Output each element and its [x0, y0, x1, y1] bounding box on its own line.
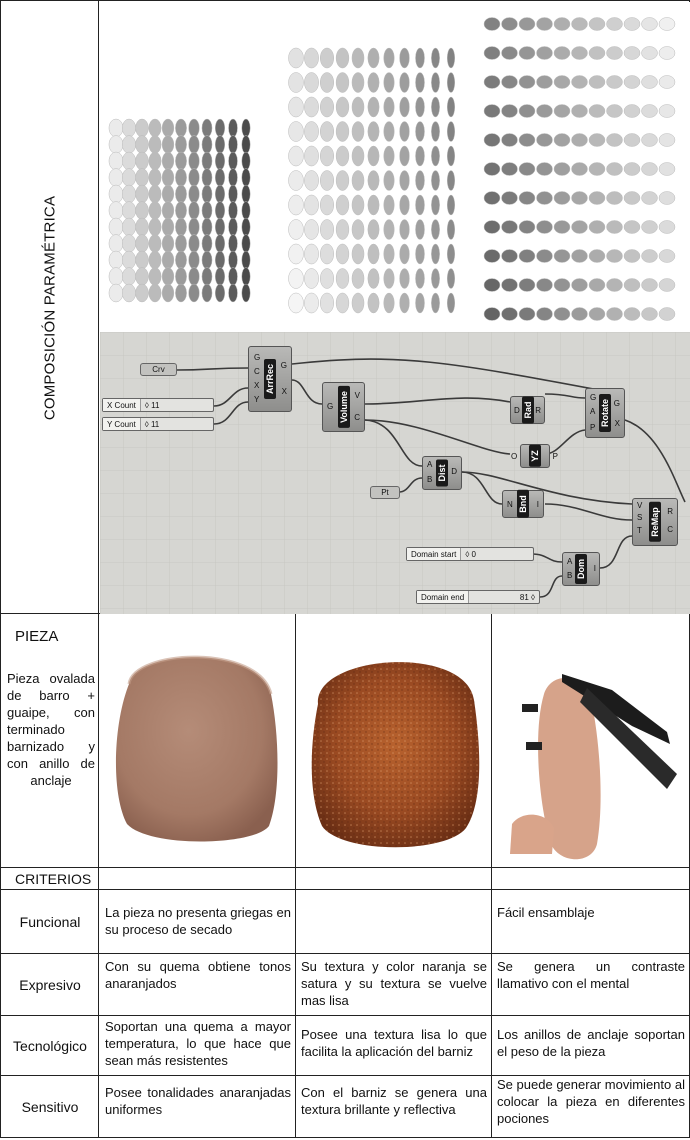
rotate-title: Rotate: [599, 393, 611, 433]
remap-title: ReMap: [649, 502, 661, 542]
photo-cell-anchor: [492, 614, 690, 867]
row-label: Sensitivo: [21, 1098, 79, 1115]
yz-title: YZ: [529, 445, 541, 467]
pieza-title: PIEZA: [15, 628, 59, 645]
domain-start-label: Domain start: [407, 548, 462, 560]
section-label-column: COMPOSICIÓN PARAMÉTRICA: [1, 1, 99, 615]
fired-clay-tile-photo: [311, 662, 480, 848]
grasshopper-canvas: Crv X Count ◊ 11 Y Count ◊ 11 Pt Domain …: [100, 332, 690, 614]
cell-text: Los anillos de anclaje soportan el peso …: [497, 1027, 685, 1059]
pt-label: Pt: [381, 488, 389, 497]
anchored-tile-photo: [510, 674, 677, 860]
cell-text: Se puede generar movimiento al colocar l…: [497, 1077, 685, 1126]
raw-clay-tile-photo: [115, 655, 278, 842]
pieza-label-cell: PIEZA Pieza ovalada de barro + guaipe, c…: [1, 614, 99, 867]
y-count-value: ◊ 11: [144, 419, 160, 429]
dist-title: Dist: [436, 459, 448, 487]
pieza-description: Pieza ovalada de barro + guaipe, con ter…: [7, 671, 95, 788]
row-label: Funcional: [19, 913, 81, 930]
canvas-grid: [100, 332, 690, 614]
cell-text: Fácil ensamblaje: [497, 905, 595, 920]
oval-tile-arrays: [108, 17, 676, 321]
crv-parameter[interactable]: Crv: [140, 363, 177, 376]
cell-text: La pieza no presenta griegas en su proce…: [105, 905, 291, 937]
cell-text: Soportan una quema a mayor temperatura, …: [105, 1019, 291, 1068]
rad-title: Rad: [521, 396, 534, 424]
y-count-label: Y Count: [103, 418, 141, 430]
cell-text: Posee tonalidades anaranjadas uniformes: [105, 1085, 291, 1117]
parametric-section: COMPOSICIÓN PARAMÉTRICA: [0, 0, 690, 615]
domain-end-slider[interactable]: Domain end 81 ◊: [416, 590, 540, 604]
y-count-slider[interactable]: Y Count ◊ 11: [102, 417, 214, 431]
cell-text: Su textura y color naranja se satura y s…: [301, 959, 487, 1008]
table-row: Funcional La pieza no presenta griegas e…: [0, 890, 690, 954]
x-count-label: X Count: [103, 399, 141, 411]
volume-title: Volume: [337, 386, 350, 428]
bnd-title: Bnd: [517, 490, 529, 518]
domain-start-value: ◊ 0: [465, 549, 476, 559]
pt-parameter[interactable]: Pt: [370, 486, 400, 499]
pieza-row: PIEZA Pieza ovalada de barro + guaipe, c…: [0, 614, 690, 868]
table-row: Tecnológico Soportan una quema a mayor t…: [0, 1016, 690, 1076]
domain-end-value: 81 ◊: [519, 592, 535, 602]
criterios-table: CRITERIOS Funcional La pieza no presenta…: [0, 868, 690, 1140]
x-count-value: ◊ 11: [144, 400, 160, 410]
table-row: Expresivo Con su quema obtiene tonos ana…: [0, 954, 690, 1016]
table-row: Sensitivo Posee tonalidades anaranjadas …: [0, 1076, 690, 1138]
criterios-header: CRITERIOS: [15, 871, 92, 887]
row-label: Expresivo: [19, 976, 81, 993]
arrrec-title: ArrRec: [264, 358, 276, 400]
dom-title: Dom: [575, 554, 587, 584]
x-count-slider[interactable]: X Count ◊ 11: [102, 398, 214, 412]
cell-text: Posee una textura lisa lo que facilita l…: [301, 1027, 487, 1059]
cell-text: Con su quema obtiene tonos anaranjados: [105, 959, 291, 991]
crv-label: Crv: [152, 365, 165, 374]
row-label: Tecnológico: [13, 1037, 87, 1054]
cell-text: Se genera un contraste llamativo con el …: [497, 959, 685, 991]
criterios-header-row: CRITERIOS: [0, 868, 690, 890]
photo-cell-fired: [296, 614, 492, 867]
photo-cell-raw: [99, 614, 296, 867]
domain-end-label: Domain end: [417, 591, 470, 603]
domain-start-slider[interactable]: Domain start ◊ 0: [406, 547, 534, 561]
parametric-render: [100, 2, 690, 332]
cell-text: Con el barniz se genera una textura bril…: [301, 1085, 487, 1117]
section-label: COMPOSICIÓN PARAMÉTRICA: [41, 195, 59, 421]
